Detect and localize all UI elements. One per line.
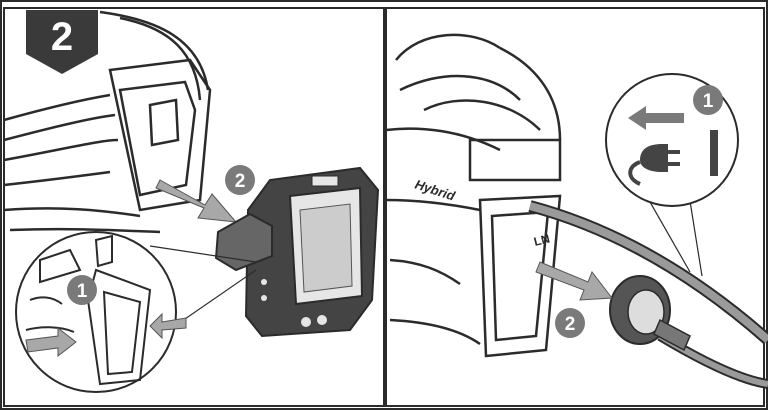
step-number: 2 [51,15,73,59]
plug [609,275,691,352]
remove-battery-arrow [155,179,238,223]
plug-icon [628,144,680,186]
step-badge: 2 [26,10,98,74]
switch-label: LN [532,231,551,248]
unplug-bubble: 1 [605,73,739,207]
callout-1-bubble: 1 [693,85,723,115]
battery-pack [214,166,380,338]
callout-1-inset-label: 1 [77,281,88,302]
arrow-left-icon [628,106,684,130]
right-panel-border [385,7,765,407]
tool-body-left [3,10,212,234]
callout-2-left: 2 [225,165,255,195]
inset-bubble: 1 [15,231,187,393]
callout-1-bubble-label: 1 [703,91,714,112]
press-arrow-right [149,312,187,340]
left-panel-border [3,7,385,407]
callout-2-right: 2 [555,308,585,338]
left-panel: 2 [3,7,385,407]
right-panel: Hybrid LN 2 [385,7,768,407]
callout-2-left-label: 2 [235,171,246,192]
tool-body-right [385,33,562,358]
switch-bar-icon [710,130,718,176]
callout-1-inset: 1 [67,275,97,305]
unplug-arrow [535,261,613,301]
press-arrow-left [25,326,77,358]
callout-2-right-label: 2 [565,314,576,335]
